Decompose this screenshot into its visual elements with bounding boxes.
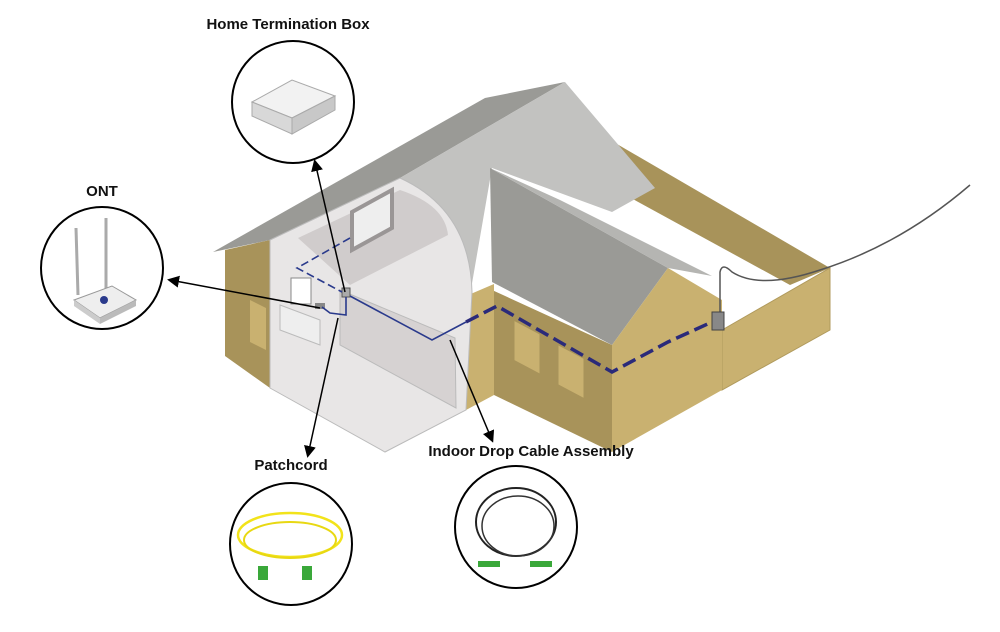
roof-right bbox=[400, 82, 655, 295]
htb-label: Home Termination Box bbox=[206, 16, 370, 33]
roof-left bbox=[213, 82, 565, 252]
home-termination-box-icon bbox=[231, 40, 355, 164]
window bbox=[513, 319, 541, 375]
wing-roof-left bbox=[490, 168, 668, 345]
window bbox=[557, 343, 585, 400]
wing-gable-wall bbox=[612, 268, 722, 452]
ont-router-icon bbox=[40, 206, 164, 330]
htb-callout bbox=[311, 159, 346, 293]
front-tan-strip bbox=[466, 284, 494, 410]
wing-roof-right bbox=[490, 168, 712, 276]
drop-callout bbox=[449, 339, 495, 443]
right-fence bbox=[721, 267, 831, 391]
outdoor-box bbox=[711, 311, 725, 331]
room-htb bbox=[341, 287, 351, 298]
desk bbox=[279, 304, 321, 346]
patchcord-callout bbox=[304, 317, 339, 458]
room-ont bbox=[315, 303, 325, 309]
drop-label: Indoor Drop Cable Assembly bbox=[428, 443, 634, 460]
indoor-drop-cable-icon bbox=[454, 465, 578, 589]
patchcord-label: Patchcord bbox=[254, 457, 328, 474]
drop-cable bbox=[719, 184, 971, 312]
ont-callout bbox=[167, 275, 321, 309]
indoor-cable-solid bbox=[349, 295, 467, 341]
outdoor-cable-dashed bbox=[465, 304, 713, 375]
monitor bbox=[290, 277, 312, 305]
patchcord-icon bbox=[229, 482, 353, 606]
left-wall bbox=[225, 240, 270, 388]
indoor-cable-dashed bbox=[295, 237, 351, 293]
back-wall bbox=[610, 140, 830, 285]
room-window bbox=[350, 186, 394, 254]
ont-label: ONT bbox=[86, 183, 118, 200]
partition-wall bbox=[339, 289, 457, 409]
patchcord-cable bbox=[321, 297, 347, 316]
left-window bbox=[250, 300, 266, 350]
